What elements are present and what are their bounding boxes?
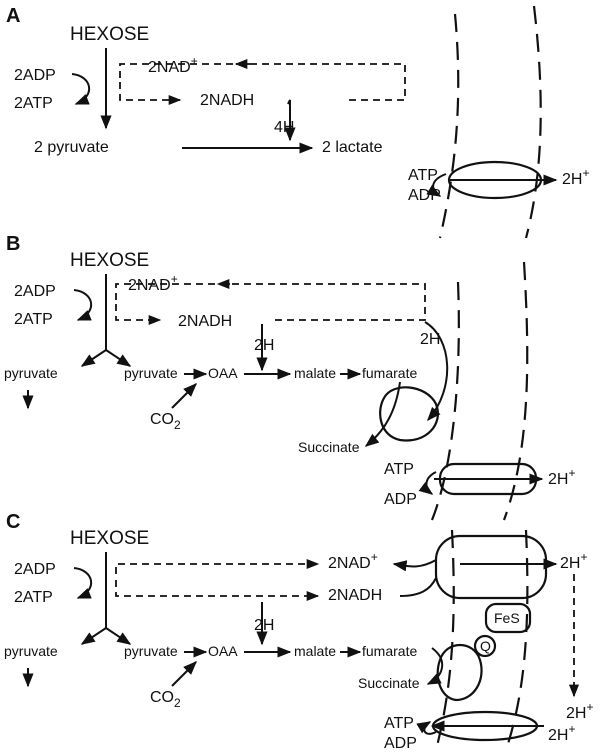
panel-c-nadh-arrow — [116, 580, 318, 596]
panel-c-succinate: Succinate — [358, 675, 420, 691]
panel-c-adp: 2ADP — [14, 561, 56, 578]
panel-b-succinate: Succinate — [298, 439, 360, 455]
membrane-b-inner — [432, 282, 459, 520]
panel-c-pyruvate-left: pyruvate — [4, 643, 58, 659]
panel-c-branch-left — [82, 628, 106, 644]
panel-a-label: A — [6, 5, 20, 27]
panel-c-branch-right — [106, 628, 130, 644]
panel-a: A HEXOSE 2ADP 2ATP 2NAD+ 2NADH 4H 2 pyru… — [6, 5, 589, 204]
panel-c-proton-right: 2H+ — [548, 722, 575, 744]
panel-a-nadh: 2NADH — [200, 92, 254, 109]
membrane-b-outer — [504, 262, 527, 520]
panel-c-pump-atp: ATP — [384, 715, 414, 732]
panel-b-proton: 2H+ — [548, 466, 575, 488]
panel-a-proton: 2H+ — [562, 166, 589, 188]
panel-a-nad: 2NAD+ — [148, 54, 198, 76]
panel-a-pump-adp: ADP — [408, 187, 441, 204]
membrane-a-inner — [440, 14, 458, 238]
panel-b-oaa: OAA — [208, 365, 238, 381]
panel-a-atp-curve-arrow — [72, 74, 89, 104]
panel-b-branch-left — [82, 350, 106, 366]
panel-b-pyruvate-left: pyruvate — [4, 365, 58, 381]
panel-a-atp: 2ATP — [14, 95, 53, 112]
panel-b-branch-right — [106, 350, 130, 366]
panel-c-nad: 2NAD+ — [328, 550, 378, 572]
panel-b-hexose: HEXOSE — [70, 250, 149, 271]
panel-c-nadh: 2NADH — [328, 587, 382, 604]
panel-c-atp-curve-arrow — [74, 568, 91, 598]
panel-b: B HEXOSE 2ADP 2ATP 2NAD+ 2NADH 2H 2H pyr… — [4, 233, 575, 508]
panel-c-nadh-oxidation-link — [400, 578, 436, 596]
panel-c-oaa: OAA — [208, 643, 238, 659]
panel-c-pump-adp: ADP — [384, 735, 417, 752]
panel-a-hexose: HEXOSE — [70, 24, 149, 45]
panel-a-4h: 4H — [274, 119, 294, 136]
panel-b-co2: CO2 — [150, 411, 181, 432]
panel-c-fumarate-reductase — [438, 645, 482, 700]
panel-c-co2: CO2 — [150, 689, 181, 710]
panel-b-nad: 2NAD+ — [128, 272, 178, 294]
panel-b-co2-arrow — [172, 384, 196, 408]
panel-b-pyruvate: pyruvate — [124, 365, 178, 381]
panel-b-atp-curve-arrow — [74, 290, 91, 320]
panel-c-q: Q — [480, 638, 491, 654]
panel-b-pump-atp: ATP — [384, 461, 414, 478]
panel-a-pump-atp: ATP — [408, 167, 438, 184]
panel-c: C HEXOSE 2ADP 2ATP 2NAD+ 2NADH 2H pyruva… — [4, 511, 593, 752]
panel-b-fumarate: fumarate — [362, 365, 417, 381]
panel-b-fumarate-reductase — [380, 387, 438, 440]
panel-b-2h-mid: 2H — [254, 337, 274, 354]
panel-b-label: B — [6, 233, 20, 255]
panel-a-lactate: 2 lactate — [322, 139, 383, 156]
panel-b-atp-hydrolysis-arrow — [426, 472, 436, 494]
panel-a-nadh-arrow — [120, 82, 180, 100]
panel-c-nadh-dehydrogenase-arrow — [394, 560, 436, 567]
panel-c-atp: 2ATP — [14, 589, 53, 606]
panel-c-pyruvate: pyruvate — [124, 643, 178, 659]
membrane-a-outer — [526, 6, 541, 238]
panel-a-adp: 2ADP — [14, 67, 56, 84]
panel-b-nadh-arrow — [116, 304, 160, 320]
panel-c-nad-arrow — [116, 564, 318, 574]
panel-c-fumarate-succinate-arrow — [428, 648, 442, 684]
panel-b-adp: 2ADP — [14, 283, 56, 300]
panel-c-fes: FeS — [494, 610, 520, 626]
panel-c-label: C — [6, 511, 20, 533]
panel-a-pyruvate: 2 pyruvate — [34, 139, 109, 156]
panel-c-fumarate: fumarate — [362, 643, 417, 659]
panel-c-co2-arrow — [172, 662, 196, 686]
panel-b-nadh: 2NADH — [178, 313, 232, 330]
panel-c-malate: malate — [294, 643, 336, 659]
panel-c-proton-low: 2H+ — [566, 700, 593, 722]
panel-b-malate: malate — [294, 365, 336, 381]
panel-b-fumarate-succinate-arrow — [366, 382, 400, 446]
panel-b-atp: 2ATP — [14, 311, 53, 328]
panel-c-hexose: HEXOSE — [70, 528, 149, 549]
panel-c-2h: 2H — [254, 617, 274, 634]
panel-c-proton-top: 2H+ — [560, 550, 587, 572]
panel-b-pump-adp: ADP — [384, 491, 417, 508]
